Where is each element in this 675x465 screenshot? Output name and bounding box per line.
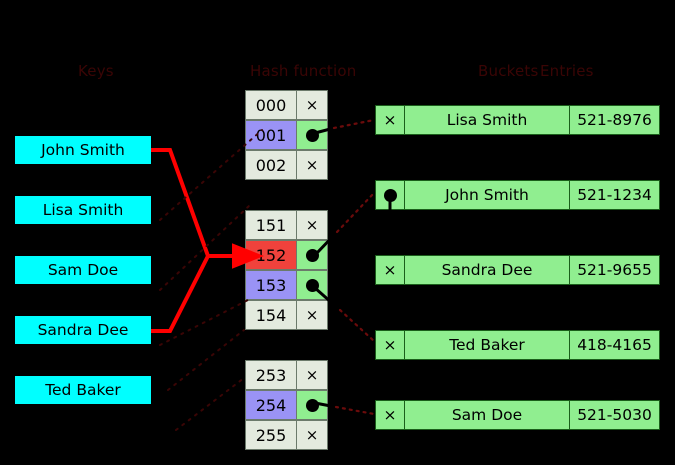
entry-phone: 418-4165 xyxy=(570,330,660,360)
hash-trace-line xyxy=(167,329,245,391)
bucket-index[interactable]: 253 xyxy=(245,360,297,390)
bucket-index[interactable]: 000 xyxy=(245,90,297,120)
key-lisa-smith[interactable]: Lisa Smith xyxy=(15,196,151,224)
entry-sam-doe[interactable]: × Sam Doe 521-5030 xyxy=(375,400,660,430)
entry-next-cross-icon: × xyxy=(375,105,405,135)
hash-trace-line xyxy=(175,377,245,431)
hash-trace-line xyxy=(159,299,249,346)
entry-next-cross-icon: × xyxy=(375,330,405,360)
pointer-dot-icon xyxy=(305,398,319,412)
key-ted-baker[interactable]: Ted Baker xyxy=(15,376,151,404)
bucket-pointer-dot-icon[interactable] xyxy=(297,240,328,270)
entry-john-smith[interactable]: John Smith 521-1234 xyxy=(375,180,660,210)
key-label: Sandra Dee xyxy=(37,321,129,339)
arrow-john-smith-to-bucket-152 xyxy=(151,148,210,257)
bucket-row[interactable]: 001 xyxy=(245,120,328,150)
entry-sandra-dee[interactable]: × Sandra Dee 521-9655 xyxy=(375,255,660,285)
bucket-pointer-empty-icon[interactable]: × xyxy=(297,300,328,330)
link-bucket-153-to-ted-baker xyxy=(338,308,376,343)
bucket-pointer-dot-icon[interactable] xyxy=(297,120,328,150)
key-label: Ted Baker xyxy=(45,381,121,399)
bucket-row[interactable]: 151 × xyxy=(245,210,328,240)
bucket-pointer-empty-icon[interactable]: × xyxy=(297,150,328,180)
key-sam-doe[interactable]: Sam Doe xyxy=(15,256,151,284)
entry-person: Sam Doe xyxy=(405,400,570,430)
bucket-group-000: 000 × 001 002 × xyxy=(245,90,328,180)
bucket-pointer-dot-icon[interactable] xyxy=(297,270,328,300)
entry-next-cross-icon: × xyxy=(375,400,405,430)
bucket-index[interactable]: 002 xyxy=(245,150,297,180)
bucket-index[interactable]: 254 xyxy=(245,390,297,420)
keys-header: Keys xyxy=(78,62,114,80)
bucket-pointer-empty-icon[interactable]: × xyxy=(297,210,328,240)
bucket-index[interactable]: 152 xyxy=(245,240,297,270)
bucket-group-151: 151 × 152 153 154 × xyxy=(245,210,328,330)
bucket-index[interactable]: 255 xyxy=(245,420,297,450)
buckets-header: Buckets xyxy=(478,62,539,80)
link-bucket-152-to-john-smith xyxy=(335,191,376,234)
bucket-row[interactable]: 255 × xyxy=(245,420,328,450)
entry-person: Sandra Dee xyxy=(405,255,570,285)
entry-ted-baker[interactable]: × Ted Baker 418-4165 xyxy=(375,330,660,360)
entry-person: John Smith xyxy=(405,180,570,210)
bucket-row[interactable]: 153 xyxy=(245,270,328,300)
bucket-pointer-empty-icon[interactable]: × xyxy=(297,420,328,450)
entry-person: Lisa Smith xyxy=(405,105,570,135)
key-john-smith[interactable]: John Smith xyxy=(15,136,151,164)
bucket-index[interactable]: 151 xyxy=(245,210,297,240)
key-label: Lisa Smith xyxy=(42,201,124,219)
bucket-row[interactable]: 002 × xyxy=(245,150,328,180)
arrow-sandra-dee-to-bucket-152 xyxy=(151,255,210,333)
pointer-dot-icon xyxy=(305,128,319,142)
hash-trace-line xyxy=(159,204,251,291)
bucket-index[interactable]: 154 xyxy=(245,300,297,330)
hash-function-header: Hash function xyxy=(250,62,357,80)
entry-phone: 521-5030 xyxy=(570,400,660,430)
link-bucket-254-to-sam-doe xyxy=(334,405,376,416)
bucket-index[interactable]: 153 xyxy=(245,270,297,300)
bucket-pointer-dot-icon[interactable] xyxy=(297,390,328,420)
bucket-row[interactable]: 152 xyxy=(245,240,328,270)
bucket-row[interactable]: 254 xyxy=(245,390,328,420)
entry-phone: 521-8976 xyxy=(570,105,660,135)
entry-lisa-smith[interactable]: × Lisa Smith 521-8976 xyxy=(375,105,660,135)
bucket-index[interactable]: 001 xyxy=(245,120,297,150)
link-bucket-001-to-lisa-smith xyxy=(332,118,376,130)
bucket-pointer-empty-icon[interactable]: × xyxy=(297,90,328,120)
entry-person: Ted Baker xyxy=(405,330,570,360)
entry-phone: 521-1234 xyxy=(570,180,660,210)
key-label: Sam Doe xyxy=(47,261,119,279)
bucket-row[interactable]: 154 × xyxy=(245,300,328,330)
bucket-pointer-empty-icon[interactable]: × xyxy=(297,360,328,390)
entry-next-dot-icon xyxy=(375,180,405,210)
pointer-dot-icon xyxy=(383,188,397,202)
entry-phone: 521-9655 xyxy=(570,255,660,285)
key-sandra-dee[interactable]: Sandra Dee xyxy=(15,316,151,344)
pointer-dot-icon xyxy=(305,248,319,262)
entries-header: Entries xyxy=(540,62,594,80)
key-label: John Smith xyxy=(41,141,125,159)
bucket-group-253: 253 × 254 255 × xyxy=(245,360,328,450)
pointer-dot-icon xyxy=(305,278,319,292)
entry-next-cross-icon: × xyxy=(375,255,405,285)
bucket-row[interactable]: 000 × xyxy=(245,90,328,120)
bucket-row[interactable]: 253 × xyxy=(245,360,328,390)
